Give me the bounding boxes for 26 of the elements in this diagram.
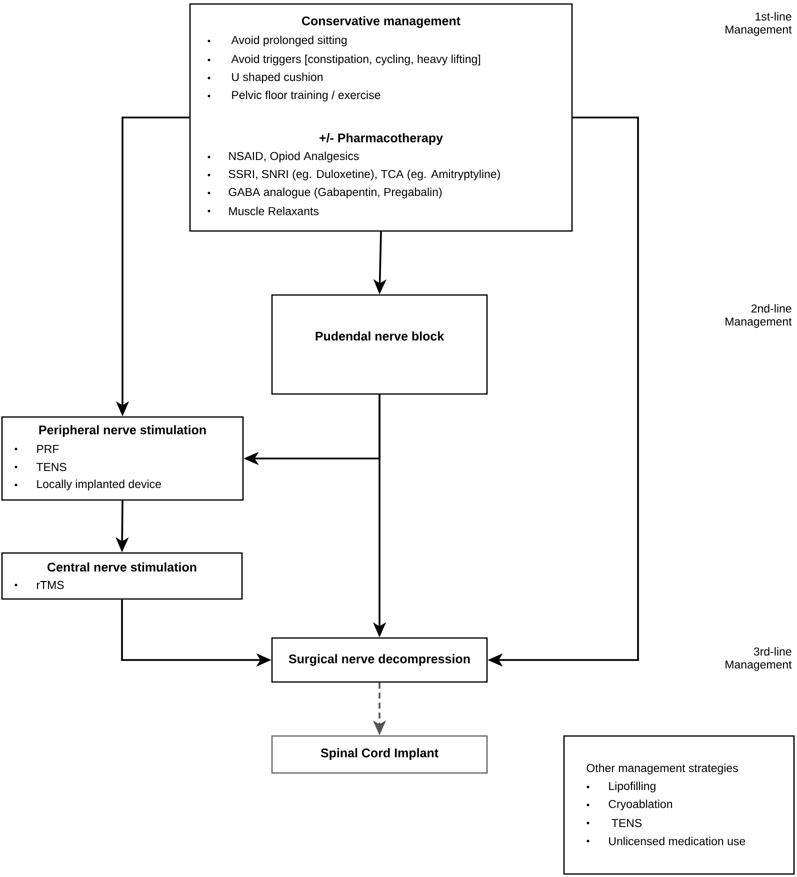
bullet-item: SSRI, SNRI (eg. Duloxetine), TCA (eg. Amitryptyline)	[208, 170, 500, 180]
flow-box: Spinal Cord Implant	[271, 735, 488, 774]
bullet-item: U shaped cushion	[208, 72, 322, 84]
level-label: 3rd-line Management	[726, 647, 792, 671]
flow-box: Peripheral nerve stimulation PRF TENS Locally implanted device	[1, 416, 244, 501]
flow-box: Surgical nerve decompression	[271, 637, 488, 683]
bullet-item: Lipofilling	[586, 782, 656, 792]
bullet-item: Locally implanted device	[14, 480, 161, 490]
bullet-item: Muscle Relaxants	[208, 206, 319, 216]
bullet-item: Unlicensed medication use	[586, 836, 746, 846]
bullet-item: rTMS	[14, 580, 64, 590]
flow-box: Conservative management Avoid prolonged sitting Avoid triggers [constipation, cycling, heavy lifting] U shaped cushion Pelvic floor training / exercise +/- Pharmacotherapy NSAID, Opiod Analgesics SSRI, SNRI (eg. Duloxetine), TCA (eg. Amitryptyline) GABA analogue (Gabapentin, Pregabalin) Muscle Relaxants	[189, 3, 573, 232]
bullet-item: Avoid prolonged sitting	[208, 36, 347, 46]
bullet-item: Cryoablation	[586, 800, 672, 810]
bullet-item: Pelvic floor training / exercise	[208, 90, 380, 102]
level-label: 2nd-line Management	[726, 304, 792, 328]
flow-box: Pudendal nerve block	[271, 294, 488, 395]
bullet-item: PRF	[14, 445, 59, 453]
bullet-item: Avoid triggers [constipation, cycling, heavy lifting]	[208, 54, 480, 66]
bullet-item: TENS	[586, 818, 642, 828]
level-label: 1st-line Management	[726, 12, 792, 36]
flow-box: Other management strategies Lipofilling Cryoablation TENS Unlicensed medication use	[563, 735, 795, 875]
flow-box: Central nerve stimulation rTMS	[1, 552, 243, 600]
bullet-item: NSAID, Opiod Analgesics	[208, 152, 359, 162]
bullet-item: TENS	[14, 462, 66, 472]
bullet-item: GABA analogue (Gabapentin, Pregabalin)	[208, 188, 442, 198]
